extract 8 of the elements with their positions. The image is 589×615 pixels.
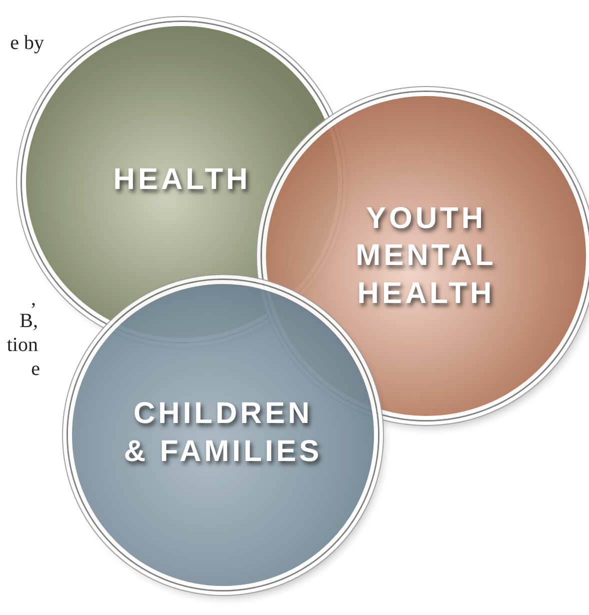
circle-label: YOUTH MENTAL HEALTH (354, 200, 498, 312)
text-fragment: B, (20, 310, 38, 333)
text-fragment: , (31, 288, 36, 311)
circle-label: CHILDREN & FAMILIES (123, 396, 323, 470)
text-fragment: e by (10, 32, 44, 55)
circle-label: HEALTH (112, 162, 252, 198)
text-fragment: tion (6, 334, 38, 357)
text-fragment: e (31, 358, 40, 381)
